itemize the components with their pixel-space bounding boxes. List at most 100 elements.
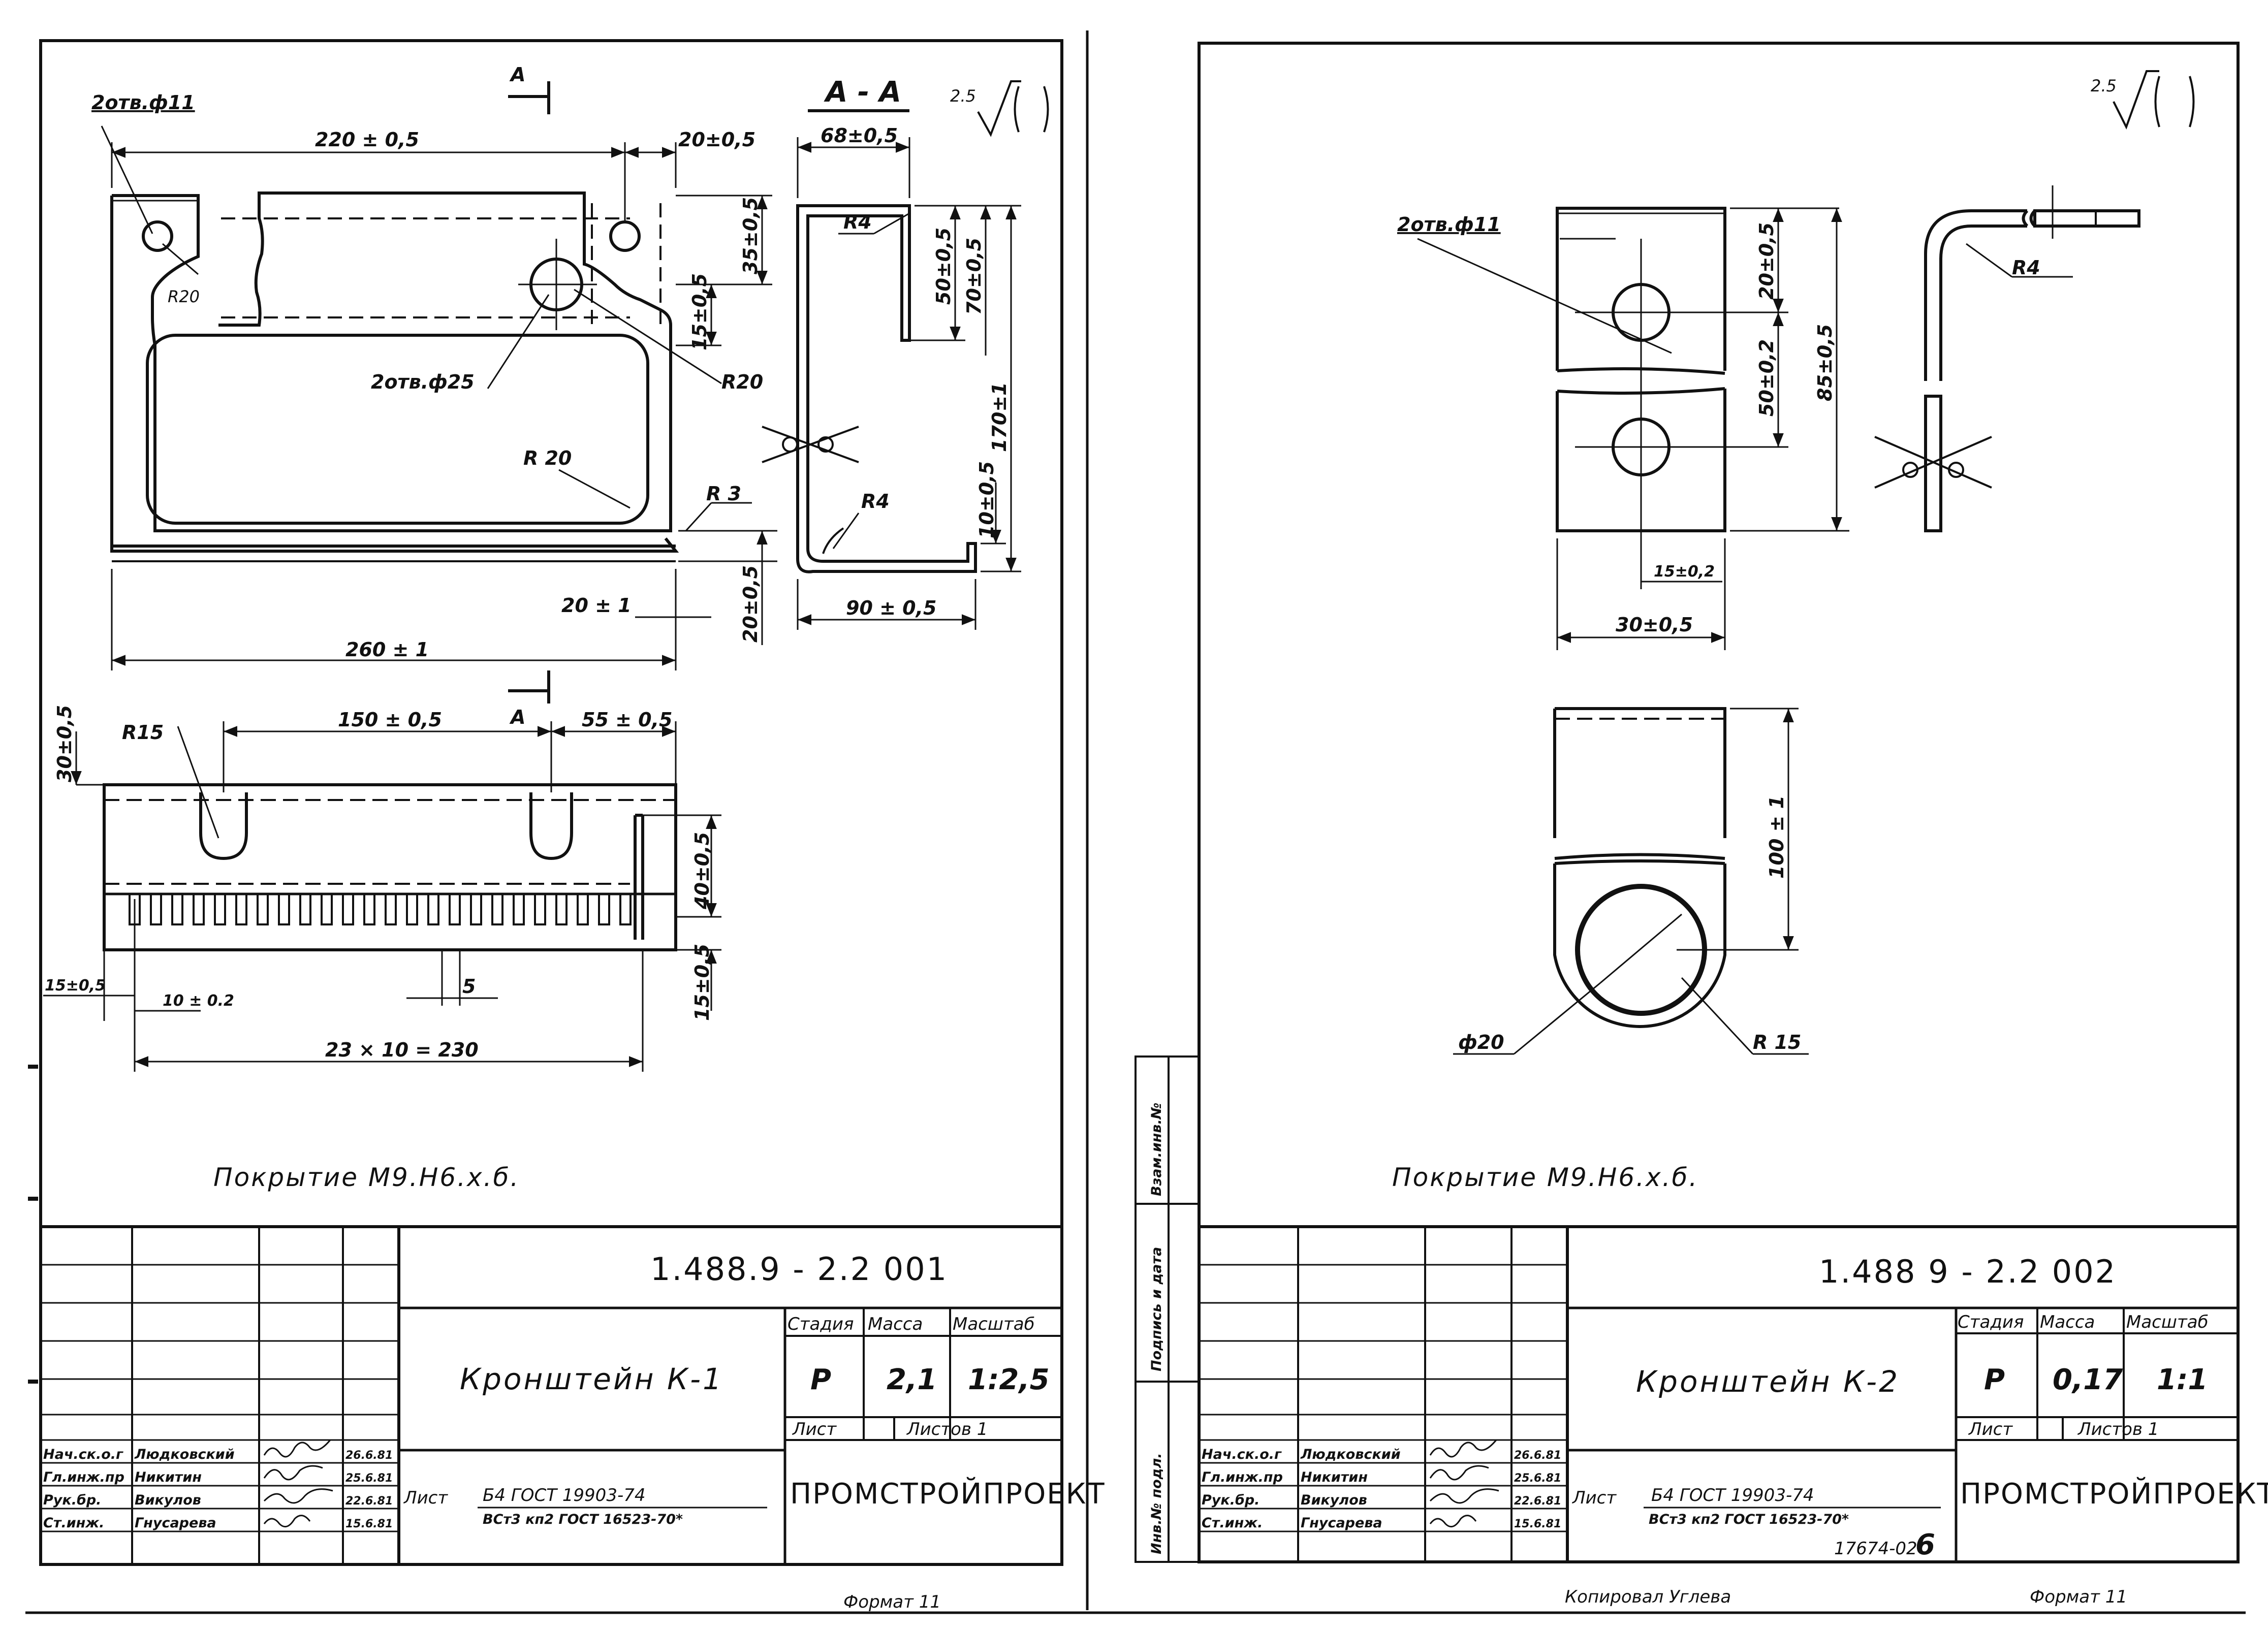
k1-bottom-view — [103, 783, 677, 951]
k2-sheets-total: Листов 1 — [2077, 1419, 2159, 1439]
k2-ring-dims — [1453, 708, 1809, 1055]
k2-side-stamp-text: Инв.№ подл. Подпись и дата Взам.инв.№ — [1149, 1103, 1164, 1554]
k1-labels: 2отв.ф11 А А - А 2.5 220 ± 0,5 20±0,5 35… — [45, 63, 1011, 1192]
k2-organization: ПРОМСТРОЙПРОЕКТ — [1960, 1477, 2268, 1511]
k1-handwritten-signatures — [263, 1439, 333, 1528]
k1-r3: R 3 — [706, 483, 741, 505]
k2-ring-view — [1514, 707, 1726, 1055]
k2-copied-by: Копировал Углева — [1565, 1587, 1731, 1607]
k1-section-letter-bottom: А — [509, 706, 525, 728]
k2-dim-15: 15±0,2 — [1654, 563, 1715, 581]
k2-dim-100: 100 ± 1 — [1766, 795, 1788, 879]
k1-bottom-dims — [43, 721, 721, 1072]
k2-sig-name-1: Людковский — [1300, 1447, 1401, 1462]
k1-stage-value: Р — [810, 1363, 831, 1396]
k1-surface-mark — [977, 80, 1049, 137]
k2-scale-value: 1:1 — [2157, 1363, 2208, 1396]
k2-dim-30: 30±0,5 — [1616, 614, 1693, 636]
k2-dim-20: 20±0,5 — [1755, 222, 1778, 300]
k2-sig-date-4: 15.6.81 — [1514, 1518, 1561, 1530]
k2-labels: 2.5 2отв.ф11 20±0,5 50±0,2 85±0,5 R4 15±… — [1392, 76, 2117, 1192]
k1-dim-5: 5 — [462, 975, 476, 998]
k1-sheets-total: Листов 1 — [906, 1419, 988, 1439]
k2-stamp-inv: Инв.№ подл. — [1149, 1453, 1164, 1554]
k2-stage-value: Р — [1984, 1363, 2005, 1396]
k2-dim-85: 85±0,5 — [1814, 324, 1836, 401]
comb-slot — [534, 894, 546, 925]
k2-holes11-label: 2отв.ф11 — [1397, 213, 1501, 236]
k1-sig-name-4: Гнусарева — [135, 1515, 216, 1531]
k1-dim-50: 50±0,5 — [932, 228, 955, 305]
k2-top-view — [1556, 207, 1726, 532]
k2-coating-note: Покрытие М9.Н6.х.б. — [1392, 1163, 1698, 1192]
k1-r20-left: R20 — [168, 287, 200, 306]
k1-title-block — [41, 1225, 1062, 1564]
comb-slot — [214, 894, 226, 925]
k1-dim-35: 35±0,5 — [739, 197, 762, 274]
comb-slot — [470, 894, 482, 925]
k2-mass-label: Масса — [2040, 1312, 2095, 1332]
k1-sig-date-4: 15.6.81 — [345, 1518, 393, 1530]
k2-sig-role-4: Ст.инж. — [1202, 1515, 1263, 1531]
k1-r15: R15 — [122, 721, 164, 744]
k2-stamp-sign: Подпись и дата — [1149, 1247, 1164, 1371]
k1-section-mark-top — [508, 81, 550, 703]
k1-sig-date-2: 25.6.81 — [345, 1472, 393, 1485]
sheet-1: 2отв.ф11 А А - А 2.5 220 ± 0,5 20±0,5 35… — [39, 39, 1105, 1612]
k2-format: Формат 11 — [2030, 1587, 2127, 1607]
k1-coating-note: Покрытие М9.Н6.х.б. — [213, 1163, 520, 1192]
k2-surface-mark — [2113, 70, 2195, 130]
k1-dim-23x10: 23 × 10 = 230 — [325, 1039, 479, 1061]
k1-section-aa — [762, 204, 977, 573]
k2-title-block — [1199, 1225, 2238, 1562]
k2-sig-date-2: 25.6.81 — [1514, 1472, 1561, 1485]
comb-slot — [342, 894, 354, 925]
comb-slot — [555, 894, 568, 925]
k2-top-dims — [1417, 207, 1849, 650]
k2-r15: R 15 — [1753, 1031, 1801, 1053]
k2-material-line1: Б4 ГОСТ 19903-74 — [1651, 1485, 1814, 1506]
k2-side-view — [1874, 209, 2140, 532]
k1-r20-right: R20 — [721, 371, 763, 393]
k1-sig-role-1: Нач.ск.о.г — [43, 1447, 123, 1462]
k2-sig-role-3: Рук.бр. — [1202, 1492, 1259, 1508]
k1-drawing-code: 1.488.9 - 2.2 001 — [650, 1251, 948, 1288]
k1-slot-comb — [129, 894, 632, 925]
k2-material-line2: ВСт3 кп2 ГОСТ 16523-70* — [1649, 1512, 1849, 1527]
comb-slot — [385, 894, 397, 925]
k1-title-text: 1.488.9 - 2.2 001 Кронштейн К-1 Стадия М… — [43, 1251, 1105, 1612]
comb-slot — [321, 894, 333, 925]
k2-scale-label: Масштаб — [2126, 1312, 2209, 1332]
k1-dim-15c: 15±0,5 — [45, 977, 106, 995]
k2-dia-20: ф20 — [1458, 1031, 1504, 1053]
k1-dim-20c: 20±0,5 — [739, 565, 762, 643]
comb-slot — [598, 894, 610, 925]
k2-side-dims — [1966, 185, 2073, 278]
k1-scale-label: Масштаб — [953, 1314, 1035, 1334]
k1-format: Формат 11 — [843, 1592, 941, 1612]
comb-slot — [193, 894, 205, 925]
sheet-2-frame — [1198, 42, 2240, 1563]
k1-material-line2: ВСт3 кп2 ГОСТ 16523-70* — [483, 1512, 683, 1527]
k2-archive-number: 17674-02 — [1834, 1539, 1917, 1559]
k2-sig-name-2: Никитин — [1301, 1469, 1368, 1485]
k2-dim-50: 50±0,2 — [1755, 339, 1778, 417]
comb-slot — [513, 894, 525, 925]
k1-sig-name-2: Никитин — [135, 1469, 202, 1485]
k1-dim-260: 260 ± 1 — [345, 638, 429, 661]
k1-sig-name-3: Викулов — [135, 1492, 201, 1508]
comb-slot — [406, 894, 418, 925]
k1-dim-150: 150 ± 0,5 — [338, 709, 442, 731]
page-frame — [25, 30, 2246, 1614]
k1-sig-role-3: Рук.бр. — [43, 1492, 101, 1508]
k1-dim-20b: 20 ± 1 — [561, 594, 632, 617]
k1-dim-10: 10±0,5 — [975, 461, 998, 538]
k2-part-name: Кронштейн К-2 — [1636, 1364, 1900, 1399]
comb-slot — [235, 894, 247, 925]
sheet-1-frame — [39, 39, 1063, 1566]
comb-slot — [449, 894, 461, 925]
k2-sig-name-3: Викулов — [1301, 1492, 1367, 1508]
k2-stage-label: Стадия — [1958, 1312, 2024, 1332]
k2-surface-value: 2.5 — [2091, 76, 2117, 95]
